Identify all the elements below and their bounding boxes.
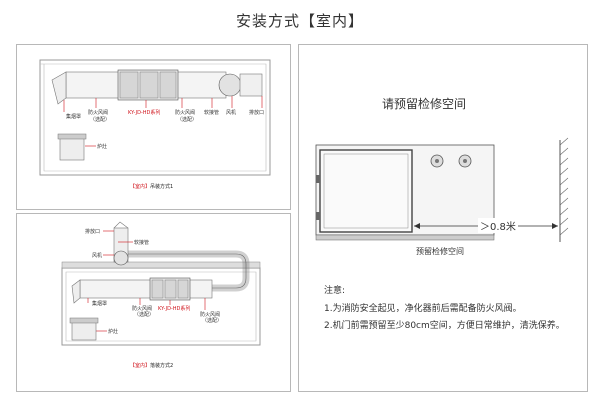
dimension-label: ＞0.8米 [478,218,518,233]
panel-ceiling-install-1 [16,44,291,210]
label-flex-duct: 软接管 [204,110,220,116]
page-title: 安装方式【室内】 [235,12,364,30]
label-optional-3: （选配） [134,312,155,318]
label-fire-damper: 防火风阀 [88,110,109,116]
caption-tag-2: 【室内】 [130,363,151,369]
label-hood: 集烟罩 [66,114,82,120]
caption-2: 【室内】落装方式2 [130,362,173,369]
caption-text: 吊装方式1 [150,184,174,190]
label-fire-damper-4: 防火风阀 [200,312,221,318]
label-fire-damper-3: 防火风阀 [132,306,153,312]
label-optional-4: （选配） [202,318,223,324]
label-stove: 炉灶 [97,144,108,150]
note-title: 注意: [324,286,346,296]
label-purifier-series-2: KY-JD-HD系列 [158,306,191,312]
label-purifier-series: KY-JD-HD系列 [128,110,161,116]
label-exhaust-2: 排放口 [85,229,101,235]
caption-1: 【室内】吊装方式1 [130,183,173,190]
label-flex-duct-2: 软接管 [134,240,150,246]
label-hood-2: 集烟罩 [92,301,108,307]
label-fire-damper-2: 防火风阀 [175,110,196,116]
label-fan-2: 风机 [92,253,103,259]
label-fan: 风机 [226,110,237,116]
label-exhaust: 排放口 [249,110,265,116]
label-optional: （选配） [90,117,111,123]
maintenance-space-label: 预留检修空间 [416,247,464,256]
note-item-2: 2.机门前需预留至少80cm空间，方便日常维护，清洗保养。 [324,321,565,331]
note-item-1: 1.为消防安全起见，净化器前后需配备防火风阀。 [324,304,522,314]
label-optional-2: （选配） [177,117,198,123]
caption-tag: 【室内】 [130,184,151,190]
label-stove-2: 炉灶 [108,329,119,335]
maintenance-heading: 请预留检修空间 [382,97,467,111]
caption-text-2: 落装方式2 [150,363,174,369]
